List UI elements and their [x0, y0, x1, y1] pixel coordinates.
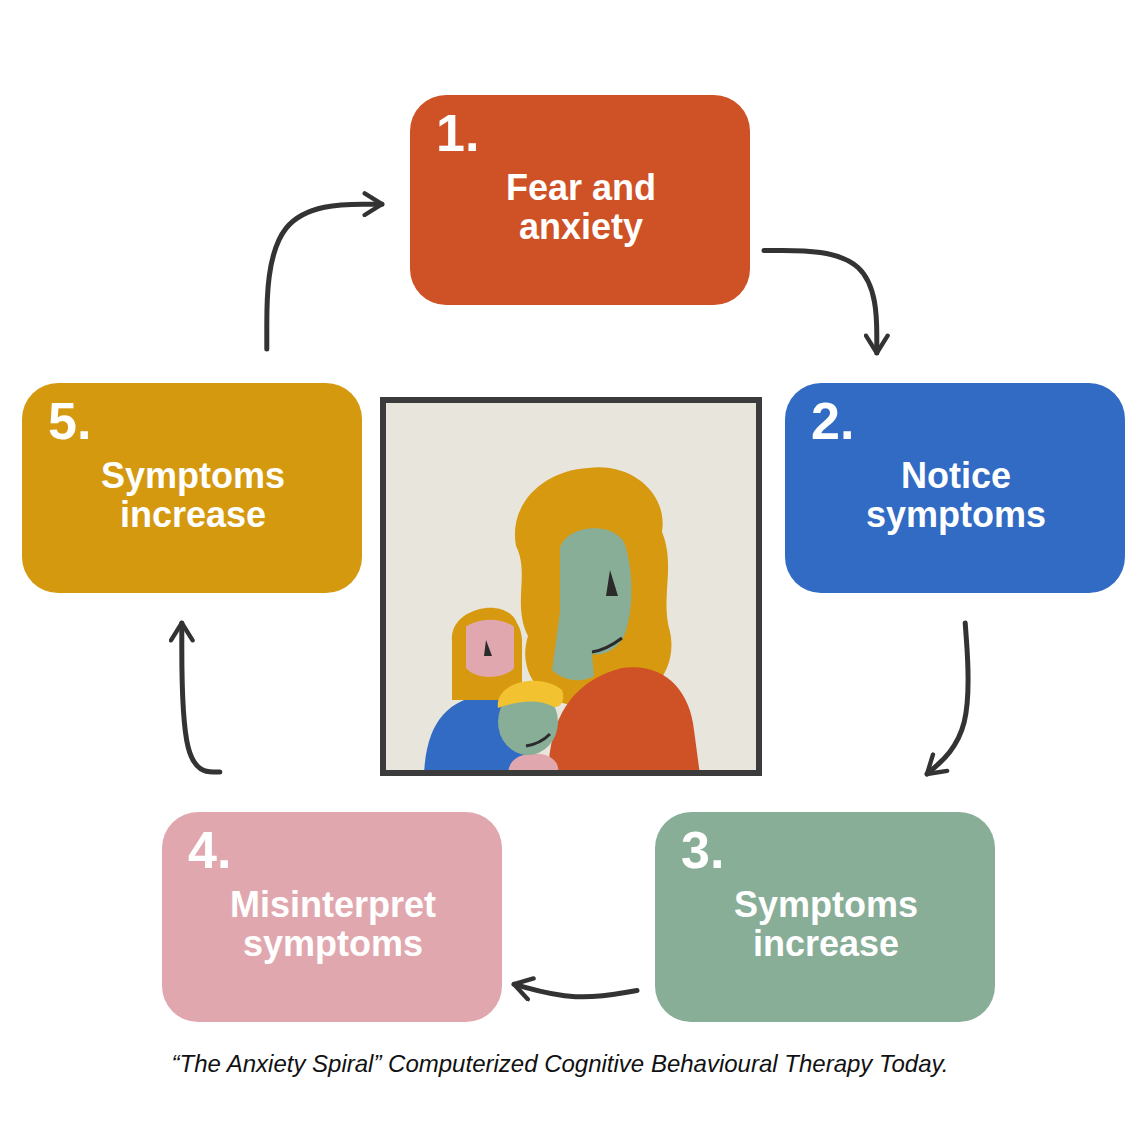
boy-mouth [526, 734, 550, 746]
family-figure [424, 467, 700, 770]
process-box: 1. Fear and anxiety [410, 95, 750, 305]
step-number: 5. [48, 395, 338, 447]
process-box: 5. Symptoms increase [22, 383, 362, 593]
girl-bangs [458, 608, 518, 632]
step-label: Misinterpret symptoms [203, 886, 463, 964]
step-label: Notice symptoms [826, 457, 1086, 535]
process-box: 3. Symptoms increase [655, 812, 995, 1022]
woman-dress [548, 667, 700, 770]
boy-hair [498, 681, 564, 708]
process-box: 4. Misinterpret symptoms [162, 812, 502, 1022]
woman-nose [606, 570, 618, 596]
flow-arrow [764, 250, 877, 353]
step-number: 2. [811, 395, 1101, 447]
girl-nose [484, 640, 492, 656]
flow-arrow [514, 984, 637, 997]
flow-arrow [182, 623, 220, 772]
step-label: Symptoms increase [63, 457, 323, 535]
boy-hand [508, 754, 558, 770]
flow-arrow [267, 204, 382, 349]
step-label: Fear and anxiety [451, 169, 711, 247]
step-number: 4. [188, 824, 478, 876]
woman-jaw [592, 638, 622, 652]
figure-caption: “The Anxiety Spiral” Computerized Cognit… [0, 1050, 1120, 1078]
step-number: 3. [681, 824, 971, 876]
flow-arrow [927, 623, 968, 774]
step-label: Symptoms increase [696, 886, 956, 964]
process-box: 2. Notice symptoms [785, 383, 1125, 593]
woman-face [552, 528, 632, 680]
woman-hair [515, 467, 672, 704]
step-number: 1. [436, 107, 726, 159]
